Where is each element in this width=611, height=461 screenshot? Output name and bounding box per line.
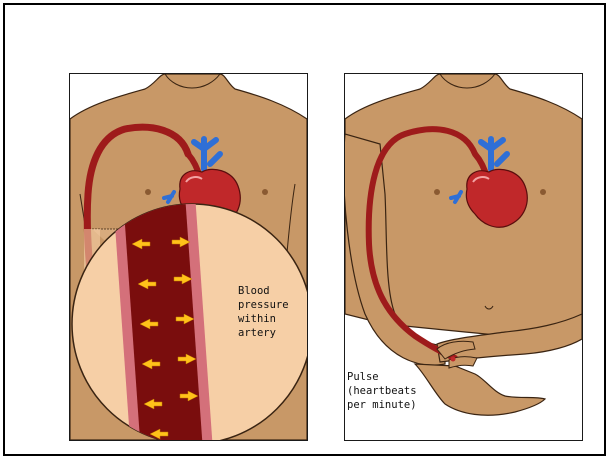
nipple: [434, 189, 440, 195]
blood-pressure-illustration: [70, 74, 307, 440]
label-line: Pulse: [347, 370, 417, 384]
blood-pressure-label: Blood pressure within artery: [238, 284, 289, 340]
label-line: artery: [238, 326, 289, 340]
label-line: pressure: [238, 298, 289, 312]
wrist-hand-illustration: [415, 364, 545, 415]
pulse-panel: Pulse (heartbeats per minute): [344, 73, 583, 441]
blood-pressure-panel: Blood pressure within artery: [69, 73, 308, 441]
nipple: [540, 189, 546, 195]
nipple: [262, 189, 268, 195]
label-line: Blood: [238, 284, 289, 298]
pulse-label: Pulse (heartbeats per minute): [347, 370, 417, 412]
nipple: [145, 189, 151, 195]
pulse-point: [451, 357, 456, 362]
label-line: within: [238, 312, 289, 326]
label-line: per minute): [347, 398, 417, 412]
figure-frame: Blood pressure within artery: [3, 3, 606, 456]
label-line: (heartbeats: [347, 384, 417, 398]
